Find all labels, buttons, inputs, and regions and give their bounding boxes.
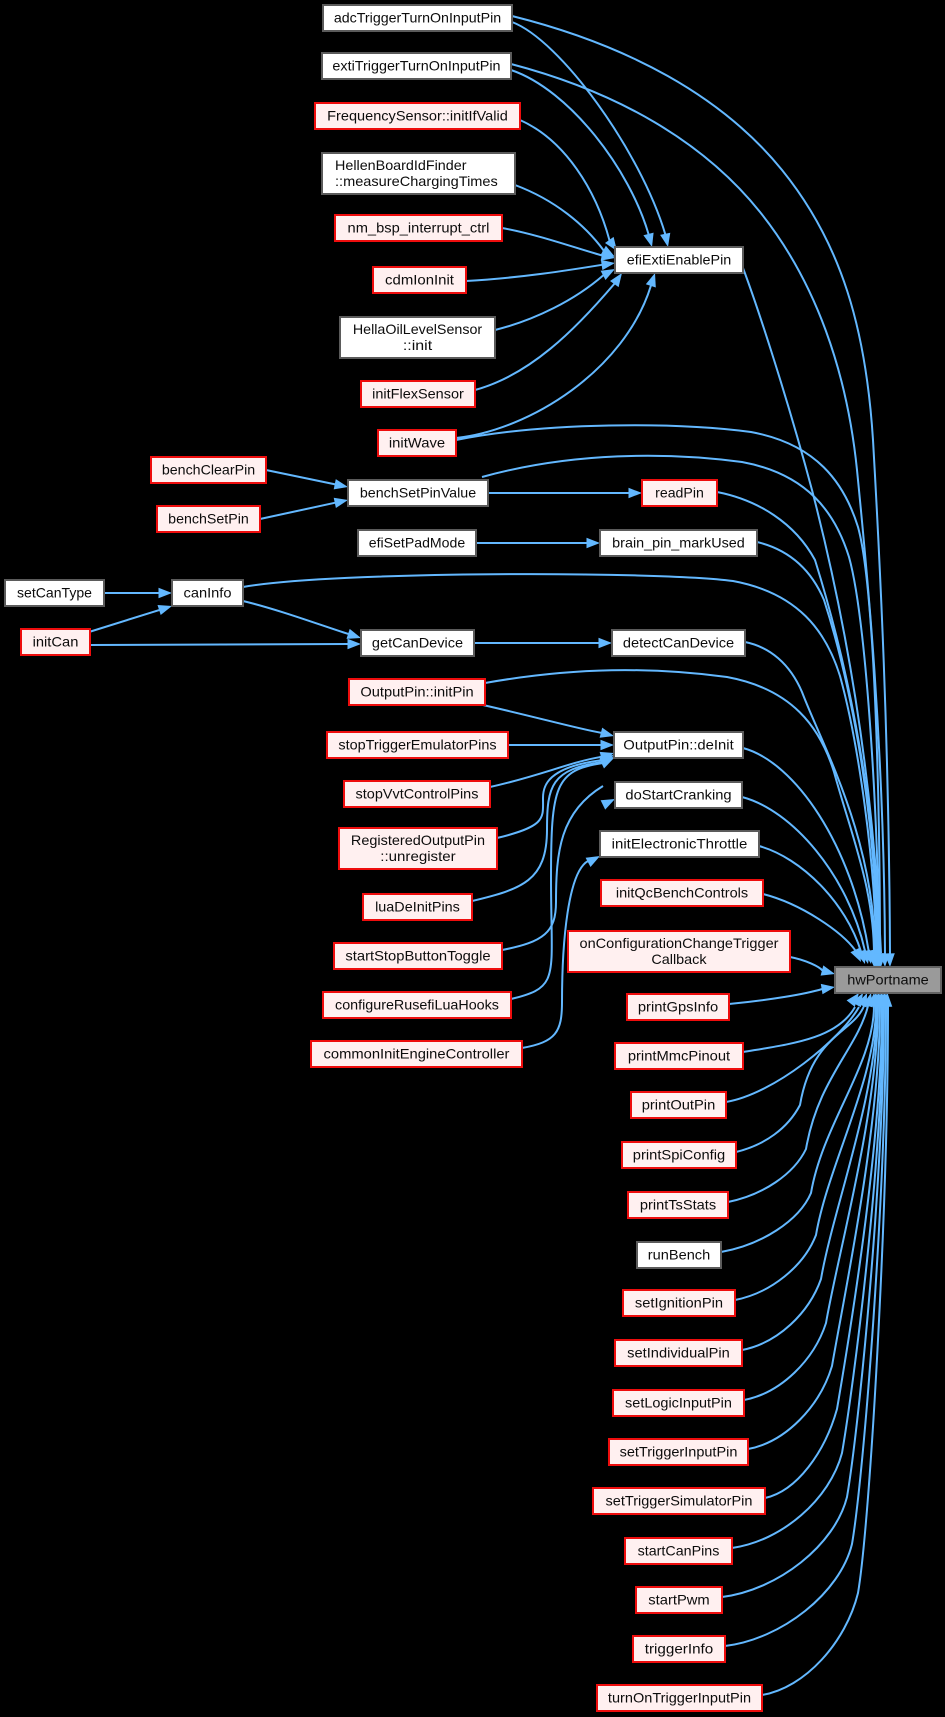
svg-text:initCan: initCan <box>33 634 79 650</box>
svg-text:luaDeInitPins: luaDeInitPins <box>375 899 460 915</box>
svg-text:startPwm: startPwm <box>648 1592 709 1608</box>
svg-text:setIndividualPin: setIndividualPin <box>627 1345 730 1361</box>
svg-text:printTsStats: printTsStats <box>640 1197 716 1213</box>
svg-text:initQcBenchControls: initQcBenchControls <box>616 885 748 901</box>
svg-text:HellenBoardIdFinder: HellenBoardIdFinder <box>335 157 467 173</box>
svg-text:configureRusefiLuaHooks: configureRusefiLuaHooks <box>335 997 499 1013</box>
svg-text:hwPortname: hwPortname <box>847 972 929 988</box>
svg-text:setTriggerSimulatorPin: setTriggerSimulatorPin <box>606 1493 753 1509</box>
svg-text:canInfo: canInfo <box>184 585 232 601</box>
svg-text:HellaOilLevelSensor: HellaOilLevelSensor <box>353 321 483 337</box>
svg-text:initWave: initWave <box>389 435 445 451</box>
svg-text:OutputPin::initPin: OutputPin::initPin <box>360 684 473 700</box>
svg-text:RegisteredOutputPin: RegisteredOutputPin <box>351 832 485 848</box>
svg-text:stopTriggerEmulatorPins: stopTriggerEmulatorPins <box>338 737 496 753</box>
svg-text:setCanType: setCanType <box>17 585 92 601</box>
svg-text:printGpsInfo: printGpsInfo <box>638 999 719 1015</box>
svg-text:nm_bsp_interrupt_ctrl: nm_bsp_interrupt_ctrl <box>348 220 490 236</box>
svg-text:setIgnitionPin: setIgnitionPin <box>635 1295 723 1311</box>
svg-text:cdmIonInit: cdmIonInit <box>385 272 454 288</box>
svg-text:printMmcPinout: printMmcPinout <box>628 1048 730 1064</box>
svg-text:readPin: readPin <box>655 485 704 501</box>
svg-text:::measureChargingTimes: ::measureChargingTimes <box>335 173 498 189</box>
svg-text:detectCanDevice: detectCanDevice <box>623 635 735 651</box>
svg-text:runBench: runBench <box>648 1247 710 1263</box>
svg-text:startStopButtonToggle: startStopButtonToggle <box>345 948 490 964</box>
svg-text:extiTriggerTurnOnInputPin: extiTriggerTurnOnInputPin <box>332 58 500 74</box>
svg-text:stopVvtControlPins: stopVvtControlPins <box>356 786 479 802</box>
svg-text:brain_pin_markUsed: brain_pin_markUsed <box>612 535 745 551</box>
svg-text:benchClearPin: benchClearPin <box>162 462 255 478</box>
svg-text:triggerInfo: triggerInfo <box>645 1641 714 1657</box>
svg-text:startCanPins: startCanPins <box>638 1543 720 1559</box>
svg-text:efiExtiEnablePin: efiExtiEnablePin <box>627 252 732 268</box>
svg-text:adcTriggerTurnOnInputPin: adcTriggerTurnOnInputPin <box>334 10 501 26</box>
svg-text:printSpiConfig: printSpiConfig <box>633 1147 725 1163</box>
svg-text:initFlexSensor: initFlexSensor <box>372 386 464 402</box>
svg-text:setLogicInputPin: setLogicInputPin <box>625 1395 732 1411</box>
svg-text:benchSetPinValue: benchSetPinValue <box>360 485 477 501</box>
svg-text:::unregister: ::unregister <box>380 848 456 864</box>
svg-text:OutputPin::deInit: OutputPin::deInit <box>623 737 734 753</box>
svg-text:FrequencySensor::initIfValid: FrequencySensor::initIfValid <box>327 108 508 124</box>
svg-text:printOutPin: printOutPin <box>642 1097 716 1113</box>
svg-text:efiSetPadMode: efiSetPadMode <box>369 535 466 551</box>
svg-text:setTriggerInputPin: setTriggerInputPin <box>620 1444 738 1460</box>
svg-text:getCanDevice: getCanDevice <box>372 635 463 651</box>
svg-text:commonInitEngineController: commonInitEngineController <box>324 1046 510 1062</box>
svg-text:benchSetPin: benchSetPin <box>168 511 249 527</box>
svg-text:Callback: Callback <box>651 951 707 967</box>
svg-text:initElectronicThrottle: initElectronicThrottle <box>612 836 748 852</box>
svg-text:::init: ::init <box>403 337 432 353</box>
svg-text:onConfigurationChangeTrigger: onConfigurationChangeTrigger <box>580 935 779 951</box>
svg-text:turnOnTriggerInputPin: turnOnTriggerInputPin <box>608 1690 751 1706</box>
svg-text:doStartCranking: doStartCranking <box>625 787 731 803</box>
